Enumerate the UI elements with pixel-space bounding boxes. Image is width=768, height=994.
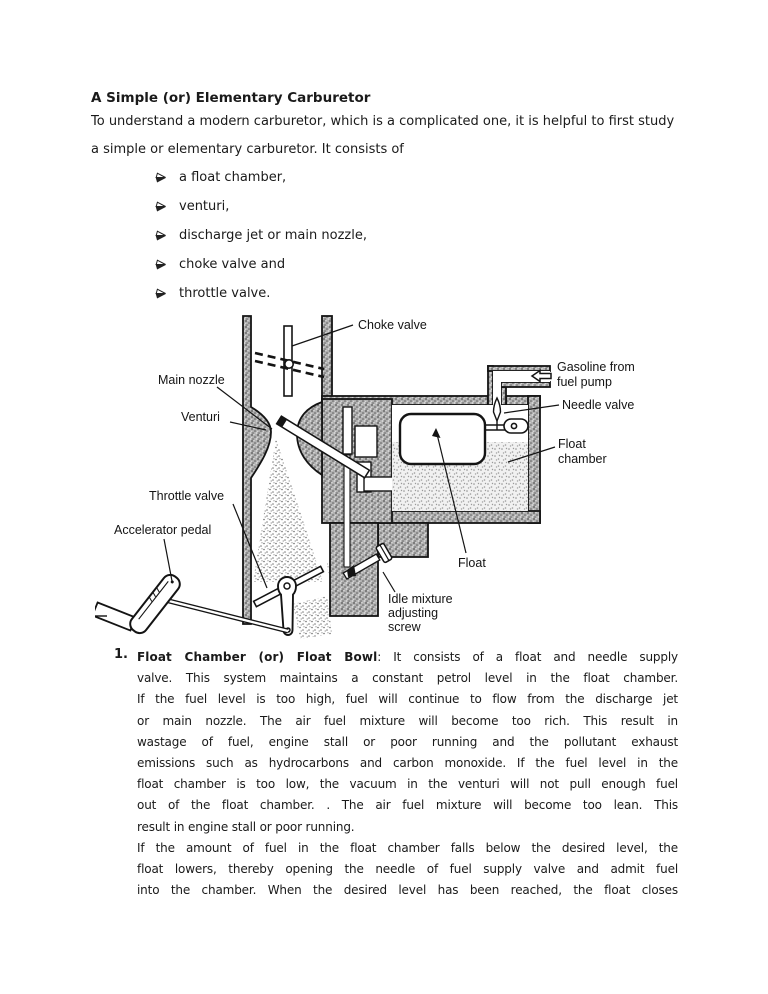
idle-mixture-screw-group	[342, 542, 393, 580]
diagram-labels: Choke valve Gasoline from fuel pump Need…	[114, 318, 635, 634]
label-main-nozzle: Main nozzle	[158, 373, 225, 387]
arrow-bullet-icon	[155, 201, 166, 212]
arrow-bullet-icon	[155, 230, 166, 241]
accelerator-linkage	[164, 597, 289, 634]
throttle-valve-group	[252, 565, 325, 636]
main-nozzle-tip	[276, 416, 287, 428]
needle-valve-group	[492, 396, 502, 430]
paragraph-line: float chamber is too low, the vacuum in …	[137, 777, 678, 792]
intro-line: To understand a modern carburetor, which…	[91, 114, 675, 129]
choke-valve-group	[254, 325, 325, 397]
paragraph-line: Float Chamber (or) Float Bowl: It consis…	[137, 650, 678, 664]
paragraph-line: valve. This system maintains a constant …	[137, 671, 678, 686]
label-fuel-pump: fuel pump	[557, 375, 612, 389]
label-choke-valve: Choke valve	[358, 318, 427, 332]
intro-paragraph: To understand a modern carburetor, which…	[91, 108, 674, 163]
paragraph-line: result in engine stall or poor running.	[137, 819, 355, 834]
list-item: choke valve and	[155, 250, 367, 279]
accelerator-pedal-group	[95, 573, 181, 635]
arrow-bullet-icon	[155, 172, 166, 183]
list-item-label: venturi,	[179, 199, 230, 214]
paragraph-line: float lowers, thereby opening the needle…	[137, 861, 678, 876]
leader-lines	[163, 324, 560, 593]
paragraph-line: emissions such as hydrocarbons and carbo…	[137, 755, 678, 770]
arrow-bullet-icon	[155, 259, 166, 270]
list-item-label: throttle valve.	[179, 286, 271, 301]
list-item: discharge jet or main nozzle,	[155, 221, 367, 250]
label-gasoline-from: Gasoline from	[557, 360, 635, 374]
list-item-label: a float chamber,	[179, 170, 287, 185]
label-float: Float	[458, 556, 486, 570]
paragraph-line: into the chamber. When the desired level…	[137, 883, 678, 898]
paragraph-heading: Float Chamber (or) Float Bowl	[137, 650, 378, 664]
bullet-list: a float chamber, venturi, discharge jet …	[155, 163, 367, 308]
label-accelerator-pedal: Accelerator pedal	[114, 523, 211, 537]
paragraph-line: wastage of fuel, engine stall or poor ru…	[137, 734, 678, 749]
float-pivot-arm	[485, 418, 529, 434]
intro-line: a simple or elementary carburetor. It co…	[91, 141, 404, 157]
paragraph-line: If the amount of fuel in the float chamb…	[137, 840, 678, 855]
arrow-bullet-icon	[155, 288, 166, 299]
float-group	[398, 412, 487, 466]
paragraph-line: out of the float chamber. . The air fuel…	[137, 798, 678, 813]
float-arrowhead	[432, 428, 441, 438]
label-venturi: Venturi	[181, 410, 220, 424]
label-idle-mixture-3: screw	[388, 620, 422, 634]
list-item-label: discharge jet or main nozzle,	[179, 228, 367, 243]
numbered-paragraph: Float Chamber (or) Float Bowl: It consis…	[137, 647, 678, 901]
list-item: a float chamber,	[155, 163, 367, 192]
page-title: A Simple (or) Elementary Carburetor	[91, 90, 371, 106]
list-item: venturi,	[155, 192, 367, 221]
paragraph-number: 1.	[114, 647, 128, 662]
label-float-chamber-1: Float	[558, 437, 586, 451]
list-item-label: choke valve and	[179, 257, 286, 272]
paragraph-line: or main nozzle. The air fuel mixture wil…	[137, 713, 678, 728]
main-nozzle-tube	[275, 415, 371, 479]
fuel-inlet-arrow-icon	[530, 369, 552, 383]
list-item: throttle valve.	[155, 279, 367, 308]
paragraph-line: If the fuel level is too high, fuel will…	[137, 692, 678, 707]
label-throttle-valve: Throttle valve	[149, 489, 224, 503]
label-float-chamber-2: chamber	[558, 452, 607, 466]
carburetor-diagram: Choke valve Gasoline from fuel pump Need…	[95, 315, 635, 639]
label-needle-valve: Needle valve	[562, 398, 634, 412]
label-idle-mixture-1: Idle mixture	[388, 592, 453, 606]
label-idle-mixture-2: adjusting	[388, 606, 438, 620]
